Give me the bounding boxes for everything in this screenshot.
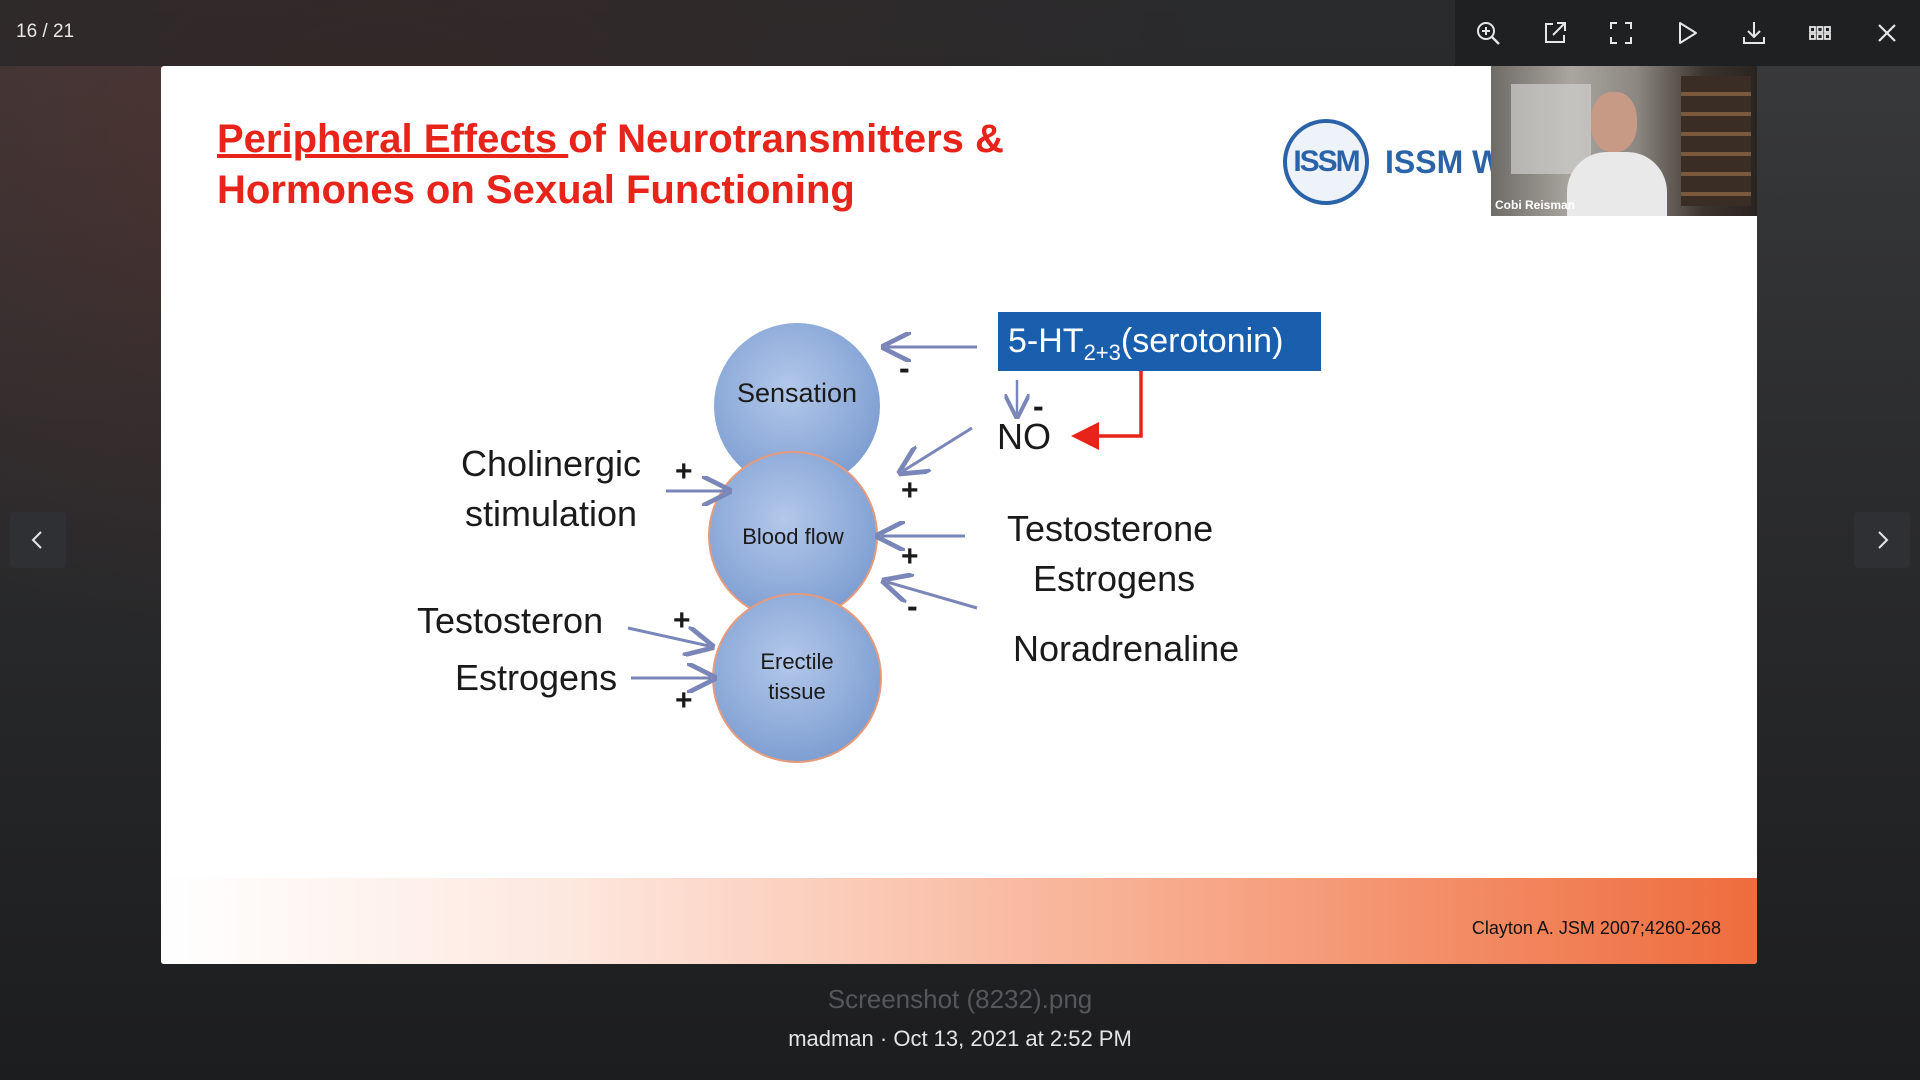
webcam-person-body [1567,152,1667,216]
chevron-right-icon [1878,531,1889,549]
testosterone-right-label: Testosterone [1007,508,1214,549]
zoom-in-icon [1477,22,1501,45]
zoom-in-button[interactable] [1466,11,1510,55]
grid-icon [1809,26,1832,40]
arrow-no-to-bloodflow [903,426,973,471]
no-label: NO [997,416,1051,457]
fullscreen-button[interactable] [1599,11,1643,55]
open-external-button[interactable] [1533,11,1577,55]
arrow-noradrenaline [887,582,978,610]
sensation-node [714,323,880,489]
slide-footer-band [161,878,1757,964]
webcam-bookshelf [1681,76,1751,206]
sign-minus-noradrenaline: - [907,588,918,624]
file-meta: madman · Oct 13, 2021 at 2:52 PM [788,1026,1132,1051]
issm-logo-text: ISSM W [1385,143,1503,180]
slide-title: Peripheral Effects of Neurotransmitters … [217,114,1004,216]
slide-title-line1-rest: of Neurotransmitters & [568,117,1004,161]
slide-title-underlined: Peripheral Effects [217,117,569,161]
previous-image-button[interactable] [10,512,66,568]
download-button[interactable] [1732,11,1776,55]
sign-minus-no: - [1033,388,1044,424]
play-icon [1679,22,1698,44]
sign-plus-estrogens: + [675,684,693,717]
next-image-button[interactable] [1854,512,1910,568]
arrow-testosteron-left [627,628,709,646]
chevron-left-icon [31,531,42,549]
estrogens-left-label: Estrogens [455,657,618,698]
webcam-person-head [1591,92,1637,152]
noradrenaline-label: Noradrenaline [1013,628,1240,669]
diagram-graphics [627,323,1271,763]
testosteron-label: Testosteron [417,600,604,641]
sign-plus-no: + [901,474,919,507]
page-counter: 16 / 21 [16,21,75,42]
file-name: Screenshot (8232).png [827,984,1093,1014]
download-icon [1742,22,1765,44]
sign-plus-cholinergic: + [675,455,693,488]
sign-plus-testosteron: + [673,604,691,637]
close-icon [1877,24,1896,42]
fullscreen-icon [1610,22,1633,44]
sensation-label: Sensation [736,378,858,408]
issm-logo-seal: ISSM [1283,119,1369,205]
sign-plus-testosterone: + [901,540,919,573]
serotonin-box: 5-HT2+3(serotonin) [998,312,1321,371]
grid-view-button[interactable] [1798,11,1842,55]
viewer-toolbar [1455,0,1920,66]
webcam-name-label: Cobi Reisman [1495,198,1576,212]
webcam-window [1511,84,1591,174]
sign-minus-sensation: - [899,350,910,386]
open-external-icon [1544,22,1566,43]
issm-logo: ISSM ISSM W [1283,116,1502,208]
estrogens-right-label: Estrogens [1033,558,1196,599]
presenter-webcam: Cobi Reisman [1491,66,1757,216]
slide-title-line2: Hormones on Sexual Functioning [217,168,855,212]
close-button[interactable] [1865,11,1909,55]
inhibition-arrow-red [1071,366,1271,450]
slideshow-play-button[interactable] [1665,11,1709,55]
blood-flow-label: Blood flow [742,524,844,549]
citation: Clayton A. JSM 2007;4260-268 [1471,918,1721,938]
